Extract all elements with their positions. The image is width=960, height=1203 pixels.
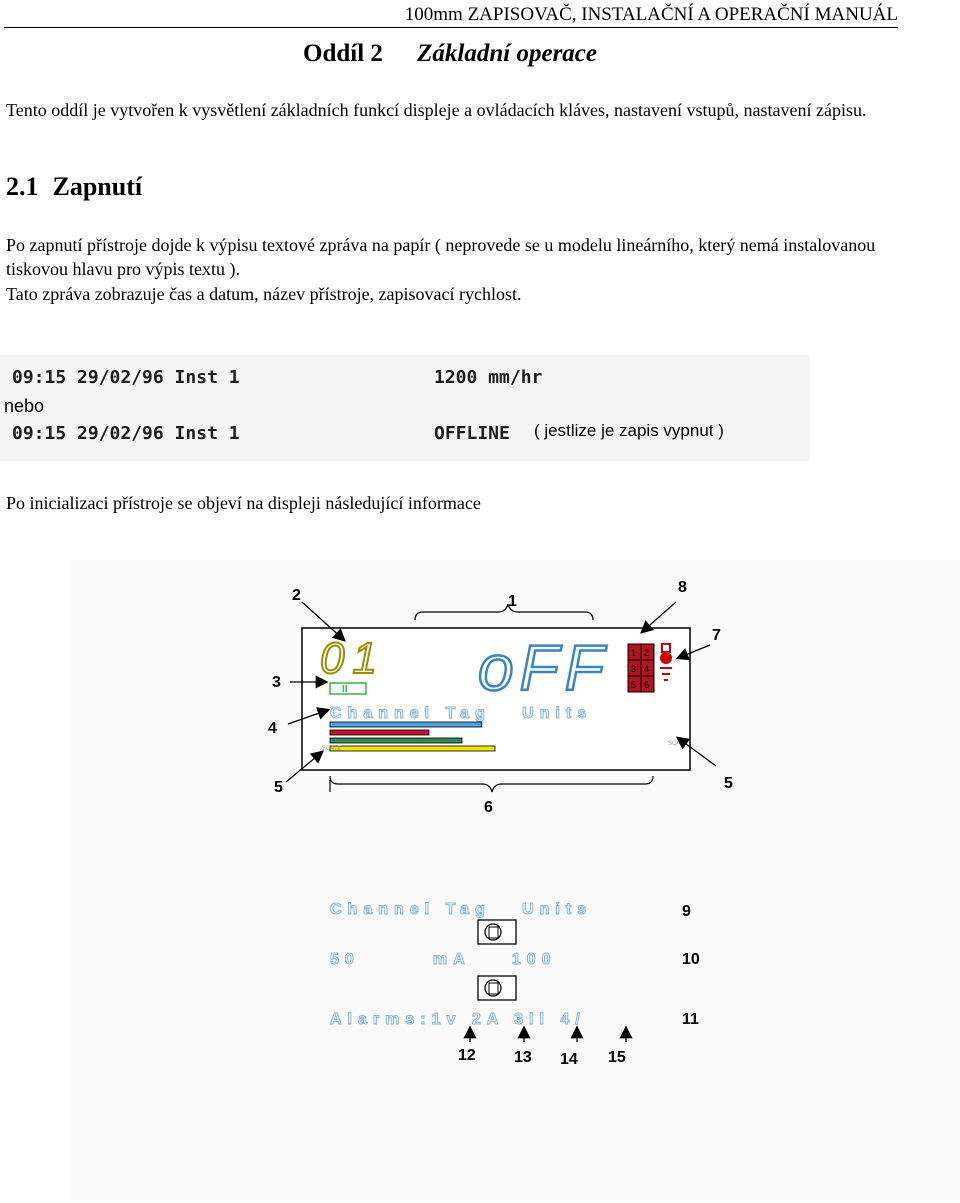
svg-text:1: 1 bbox=[508, 593, 517, 610]
chart-pen-icon bbox=[660, 643, 672, 681]
section-name: Základní operace bbox=[417, 40, 597, 67]
after-init-paragraph: Po inicializaci přístroje se objeví na d… bbox=[6, 493, 481, 513]
bargraph bbox=[329, 721, 496, 752]
scroll-rows-diagram: Channel Tag Units 9 50 mA 100 10 Alarms:… bbox=[330, 901, 700, 1069]
subsection-name: Zapnutí bbox=[52, 172, 143, 201]
svg-text:6: 6 bbox=[644, 680, 649, 690]
svg-text:3: 3 bbox=[272, 674, 281, 691]
row-10-text: 50 mA 100 bbox=[330, 951, 557, 968]
header-rule bbox=[4, 27, 898, 28]
svg-text:2: 2 bbox=[292, 587, 301, 604]
printout-line2-note: ( jestlize je zapis vypnut ) bbox=[534, 421, 724, 440]
svg-text:8: 8 bbox=[678, 579, 687, 596]
subsection-number: 2.1 bbox=[6, 172, 39, 201]
subsection-title: 2.1 Zapnutí bbox=[6, 172, 142, 202]
printout-line1-left: 09:15 29/02/96 Inst 1 bbox=[12, 367, 240, 388]
printout-line1-right: 1200 mm/hr bbox=[434, 367, 543, 388]
printout-background bbox=[0, 355, 810, 461]
power-on-paragraph: Po zapnutí přístroje dojde k výpisu text… bbox=[6, 235, 876, 279]
channel-number-display: 01 bbox=[320, 634, 385, 683]
svg-text:7: 7 bbox=[712, 627, 721, 644]
printout-or-label: nebo bbox=[4, 396, 45, 416]
svg-text:11: 11 bbox=[682, 1011, 699, 1028]
printout-line2-right: OFFLINE bbox=[434, 423, 510, 444]
svg-text:3: 3 bbox=[631, 664, 636, 674]
svg-text:4: 4 bbox=[268, 720, 277, 737]
message-paragraph: Tato zpráva zobrazuje čas a datum, název… bbox=[6, 284, 522, 304]
bargraph-bar-3 bbox=[329, 737, 463, 744]
svg-text:5: 5 bbox=[724, 775, 733, 792]
svg-text:10: 10 bbox=[682, 951, 700, 968]
svg-text:12: 12 bbox=[458, 1047, 476, 1064]
section-number: Oddíl 2 bbox=[303, 40, 383, 67]
svg-text:5: 5 bbox=[274, 779, 283, 796]
svg-text:SCALE: SCALE bbox=[668, 741, 688, 747]
svg-text:13: 13 bbox=[514, 1049, 532, 1066]
channel-tag-line: Channel Tag Units bbox=[330, 705, 592, 722]
bargraph-bar-1 bbox=[329, 721, 483, 728]
svg-text:2: 2 bbox=[644, 648, 649, 658]
svg-text:5: 5 bbox=[631, 680, 636, 690]
scroll-key-icon bbox=[477, 919, 517, 945]
svg-text:6: 6 bbox=[484, 799, 493, 816]
alarm-grid: 1 2 3 4 5 6 bbox=[627, 643, 655, 693]
alarm-pointers: 12 13 14 15 bbox=[458, 1025, 633, 1068]
section-title: Oddíl 2 Základní operace bbox=[0, 40, 900, 68]
bargraph-bar-4 bbox=[329, 745, 496, 752]
row-9-text: Channel Tag Units bbox=[330, 901, 592, 918]
svg-text:SCALE: SCALE bbox=[322, 746, 342, 752]
svg-text:9: 9 bbox=[682, 903, 691, 920]
document-header: 100mm ZAPISOVAČ, INSTALAČNÍ A OPERAČNÍ M… bbox=[404, 4, 898, 25]
printout-line2-left: 09:15 29/02/96 Inst 1 bbox=[12, 423, 240, 444]
svg-text:1: 1 bbox=[631, 648, 636, 658]
scroll-key-icon bbox=[477, 975, 517, 1001]
svg-text:15: 15 bbox=[608, 1049, 626, 1066]
status-indicator: II bbox=[342, 684, 348, 695]
intro-paragraph: Tento oddíl je vytvořen k vysvětlení zák… bbox=[6, 100, 867, 120]
row-11-text: Alarms:1v 2A 3ll 4/ bbox=[330, 1011, 596, 1028]
svg-text:14: 14 bbox=[560, 1051, 578, 1068]
display-diagram: 01 oFF II 1 2 3 4 5 6 Channel Tag Units … bbox=[268, 579, 733, 816]
svg-text:4: 4 bbox=[644, 664, 649, 674]
bargraph-bar-2 bbox=[329, 729, 430, 736]
main-value-display: oFF bbox=[478, 632, 610, 704]
